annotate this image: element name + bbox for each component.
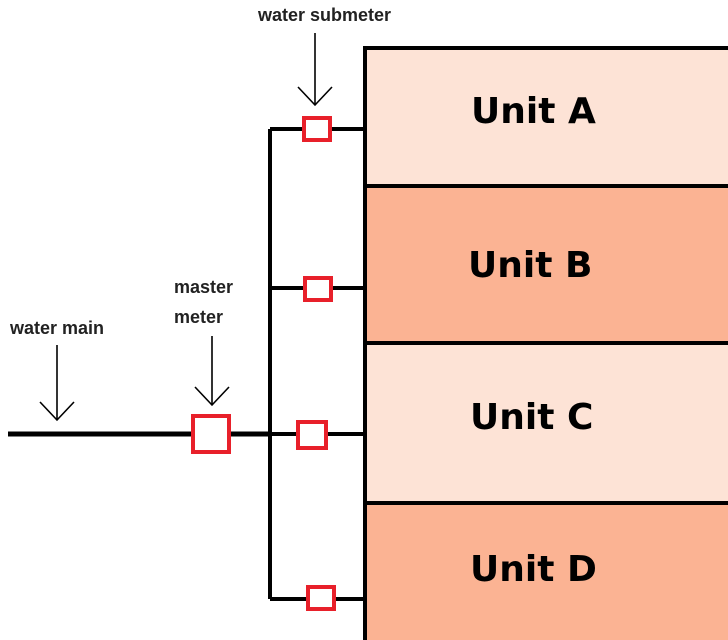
submeter-b-icon bbox=[303, 276, 333, 302]
unit-a-label: Unit A bbox=[471, 91, 596, 132]
submeter-d-icon bbox=[306, 585, 336, 611]
master-meter-icon bbox=[191, 414, 231, 454]
submeter-arrow-icon bbox=[297, 33, 333, 107]
water-main-label: water main bbox=[10, 318, 105, 338]
master-meter-label-line2: meter bbox=[174, 307, 224, 327]
unit-d-label: Unit D bbox=[470, 549, 597, 590]
water-main-arrow-icon bbox=[39, 345, 75, 422]
unit-b-block bbox=[363, 184, 728, 345]
unit-c-block bbox=[363, 341, 728, 505]
master-meter-label-line1: master bbox=[174, 277, 234, 297]
unit-b-label: Unit B bbox=[468, 245, 593, 286]
water-submeter-label: water submeter bbox=[258, 5, 392, 25]
unit-d-block bbox=[363, 501, 728, 640]
master-meter-arrow-icon bbox=[194, 336, 230, 407]
unit-c-label: Unit C bbox=[470, 397, 594, 438]
unit-a-block bbox=[363, 46, 728, 188]
submeter-c-icon bbox=[296, 420, 328, 450]
submeter-a-icon bbox=[302, 116, 332, 142]
